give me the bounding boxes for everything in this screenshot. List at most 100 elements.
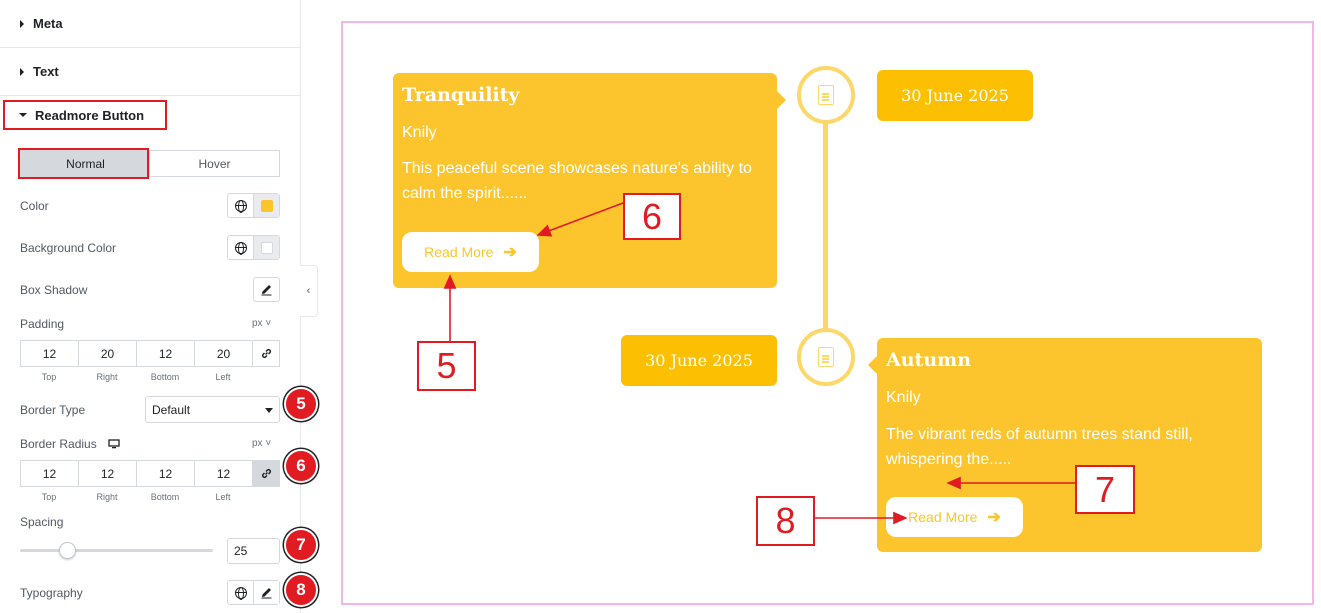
caret-right-icon (20, 19, 24, 28)
caret-right-icon (20, 67, 24, 76)
spacing-slider-handle[interactable] (59, 542, 76, 559)
card-author: Knily (402, 124, 437, 141)
pencil-icon (261, 588, 272, 599)
timeline-card-2: Autumn Knily The vibrant reds of autumn … (868, 338, 1262, 552)
padding-inputs: 12 20 12 20 (20, 340, 280, 367)
step-badge-8: 8 (284, 573, 318, 607)
padding-bottom-input[interactable]: 12 (136, 340, 194, 367)
padding-label: Padding (20, 317, 65, 331)
bg-color-label: Background Color (20, 241, 117, 255)
timeline-node-1 (797, 66, 855, 124)
panel-collapse-button[interactable]: ‹ (300, 265, 318, 317)
box-shadow-label: Box Shadow (20, 283, 88, 297)
typography-control (227, 580, 280, 605)
callout-5: 5 (417, 341, 476, 391)
step-badge-6: 6 (284, 449, 318, 483)
bg-color-picker[interactable] (253, 236, 279, 259)
typography-label: Typography (20, 586, 83, 600)
global-typography-button[interactable] (228, 581, 253, 604)
section-meta[interactable]: Meta (0, 0, 300, 48)
color-picker[interactable] (253, 194, 279, 217)
card-title: Tranquility (402, 84, 520, 106)
caret-down-icon (265, 408, 273, 413)
state-tabs: Normal Hover (20, 150, 280, 177)
radius-dim-labels: Top Right Bottom Left (20, 492, 280, 502)
global-bg-color-button[interactable] (228, 236, 253, 259)
border-type-select[interactable]: Default (145, 396, 280, 423)
color-control (227, 193, 280, 218)
tab-hover[interactable]: Hover (198, 156, 231, 171)
callout-7: 7 (1075, 465, 1135, 514)
border-radius-label: Border Radius (20, 437, 120, 451)
padding-right-input[interactable]: 20 (78, 340, 136, 367)
step-badge-7: 7 (284, 528, 318, 562)
padding-dim-labels: Top Right Bottom Left (20, 372, 280, 382)
editor-panel: Meta Text Readmore Button Normal Hover C… (0, 0, 301, 613)
link-icon (261, 469, 271, 478)
arrow-right-icon: ➔ (503, 244, 517, 261)
section-readmore-button[interactable]: Readmore Button (3, 100, 167, 130)
dim-label-bottom: Bottom (150, 372, 180, 382)
border-radius-unit: px (252, 438, 263, 449)
card-author: Knily (886, 389, 921, 406)
border-type-value: Default (152, 402, 191, 417)
padding-link-button[interactable] (252, 340, 280, 367)
card-pointer (868, 356, 877, 374)
spacing-input[interactable]: 25 (227, 538, 280, 564)
typography-edit-button[interactable] (253, 581, 279, 604)
section-text-label: Text (33, 64, 59, 79)
document-icon (818, 347, 834, 367)
globe-icon (234, 241, 247, 255)
read-more-button[interactable]: Read More ➔ (886, 497, 1023, 537)
border-radius-unit-select[interactable]: px ˅ (252, 438, 272, 449)
radius-link-button[interactable] (252, 460, 280, 487)
globe-icon (234, 586, 247, 600)
callout-6: 6 (623, 193, 681, 240)
card-description: This peaceful scene showcases nature's a… (402, 160, 752, 202)
dim-label-right: Right (96, 492, 118, 502)
step-badge-5: 5 (284, 387, 318, 421)
bg-color-control (227, 235, 280, 260)
spacing-label: Spacing (20, 515, 64, 529)
dim-label-left: Left (215, 492, 231, 502)
read-more-label: Read More (908, 509, 978, 525)
globe-icon (234, 199, 247, 213)
border-type-label: Border Type (20, 403, 86, 417)
box-shadow-edit-button[interactable] (253, 277, 280, 302)
radius-top-input[interactable]: 12 (20, 460, 78, 487)
card-pointer (777, 91, 786, 109)
section-readmore-label: Readmore Button (35, 107, 145, 123)
global-color-button[interactable] (228, 194, 253, 217)
date-box-2: 30 June 2025 (621, 335, 777, 386)
padding-left-input[interactable]: 20 (194, 340, 252, 367)
padding-top-input[interactable]: 12 (20, 340, 78, 367)
read-more-button[interactable]: Read More ➔ (402, 232, 539, 272)
arrow-right-icon: ➔ (987, 509, 1001, 526)
dim-label-bottom: Bottom (150, 492, 180, 502)
monitor-icon (108, 439, 120, 449)
timeline-node-2 (797, 328, 855, 386)
dim-label-top: Top (41, 372, 57, 382)
radius-left-input[interactable]: 12 (194, 460, 252, 487)
read-more-label: Read More (424, 244, 494, 260)
section-text[interactable]: Text (0, 48, 300, 96)
document-icon (818, 85, 834, 105)
section-meta-label: Meta (33, 16, 63, 31)
dim-label-top: Top (41, 492, 57, 502)
color-swatch (260, 199, 273, 212)
color-label: Color (20, 199, 49, 213)
chevron-left-icon: ‹ (306, 285, 311, 297)
padding-unit: px (252, 318, 263, 329)
link-icon (261, 349, 271, 358)
card-title: Autumn (886, 349, 972, 371)
dim-label-right: Right (96, 372, 118, 382)
border-radius-text: Border Radius (20, 437, 97, 451)
preview-frame (341, 21, 1314, 605)
spacing-slider-track[interactable] (20, 549, 213, 552)
radius-bottom-input[interactable]: 12 (136, 460, 194, 487)
tab-normal[interactable]: Normal (21, 151, 150, 176)
tab-normal-highlight (18, 148, 149, 179)
dim-label-left: Left (215, 372, 231, 382)
padding-unit-select[interactable]: px ˅ (252, 318, 272, 329)
radius-right-input[interactable]: 12 (78, 460, 136, 487)
